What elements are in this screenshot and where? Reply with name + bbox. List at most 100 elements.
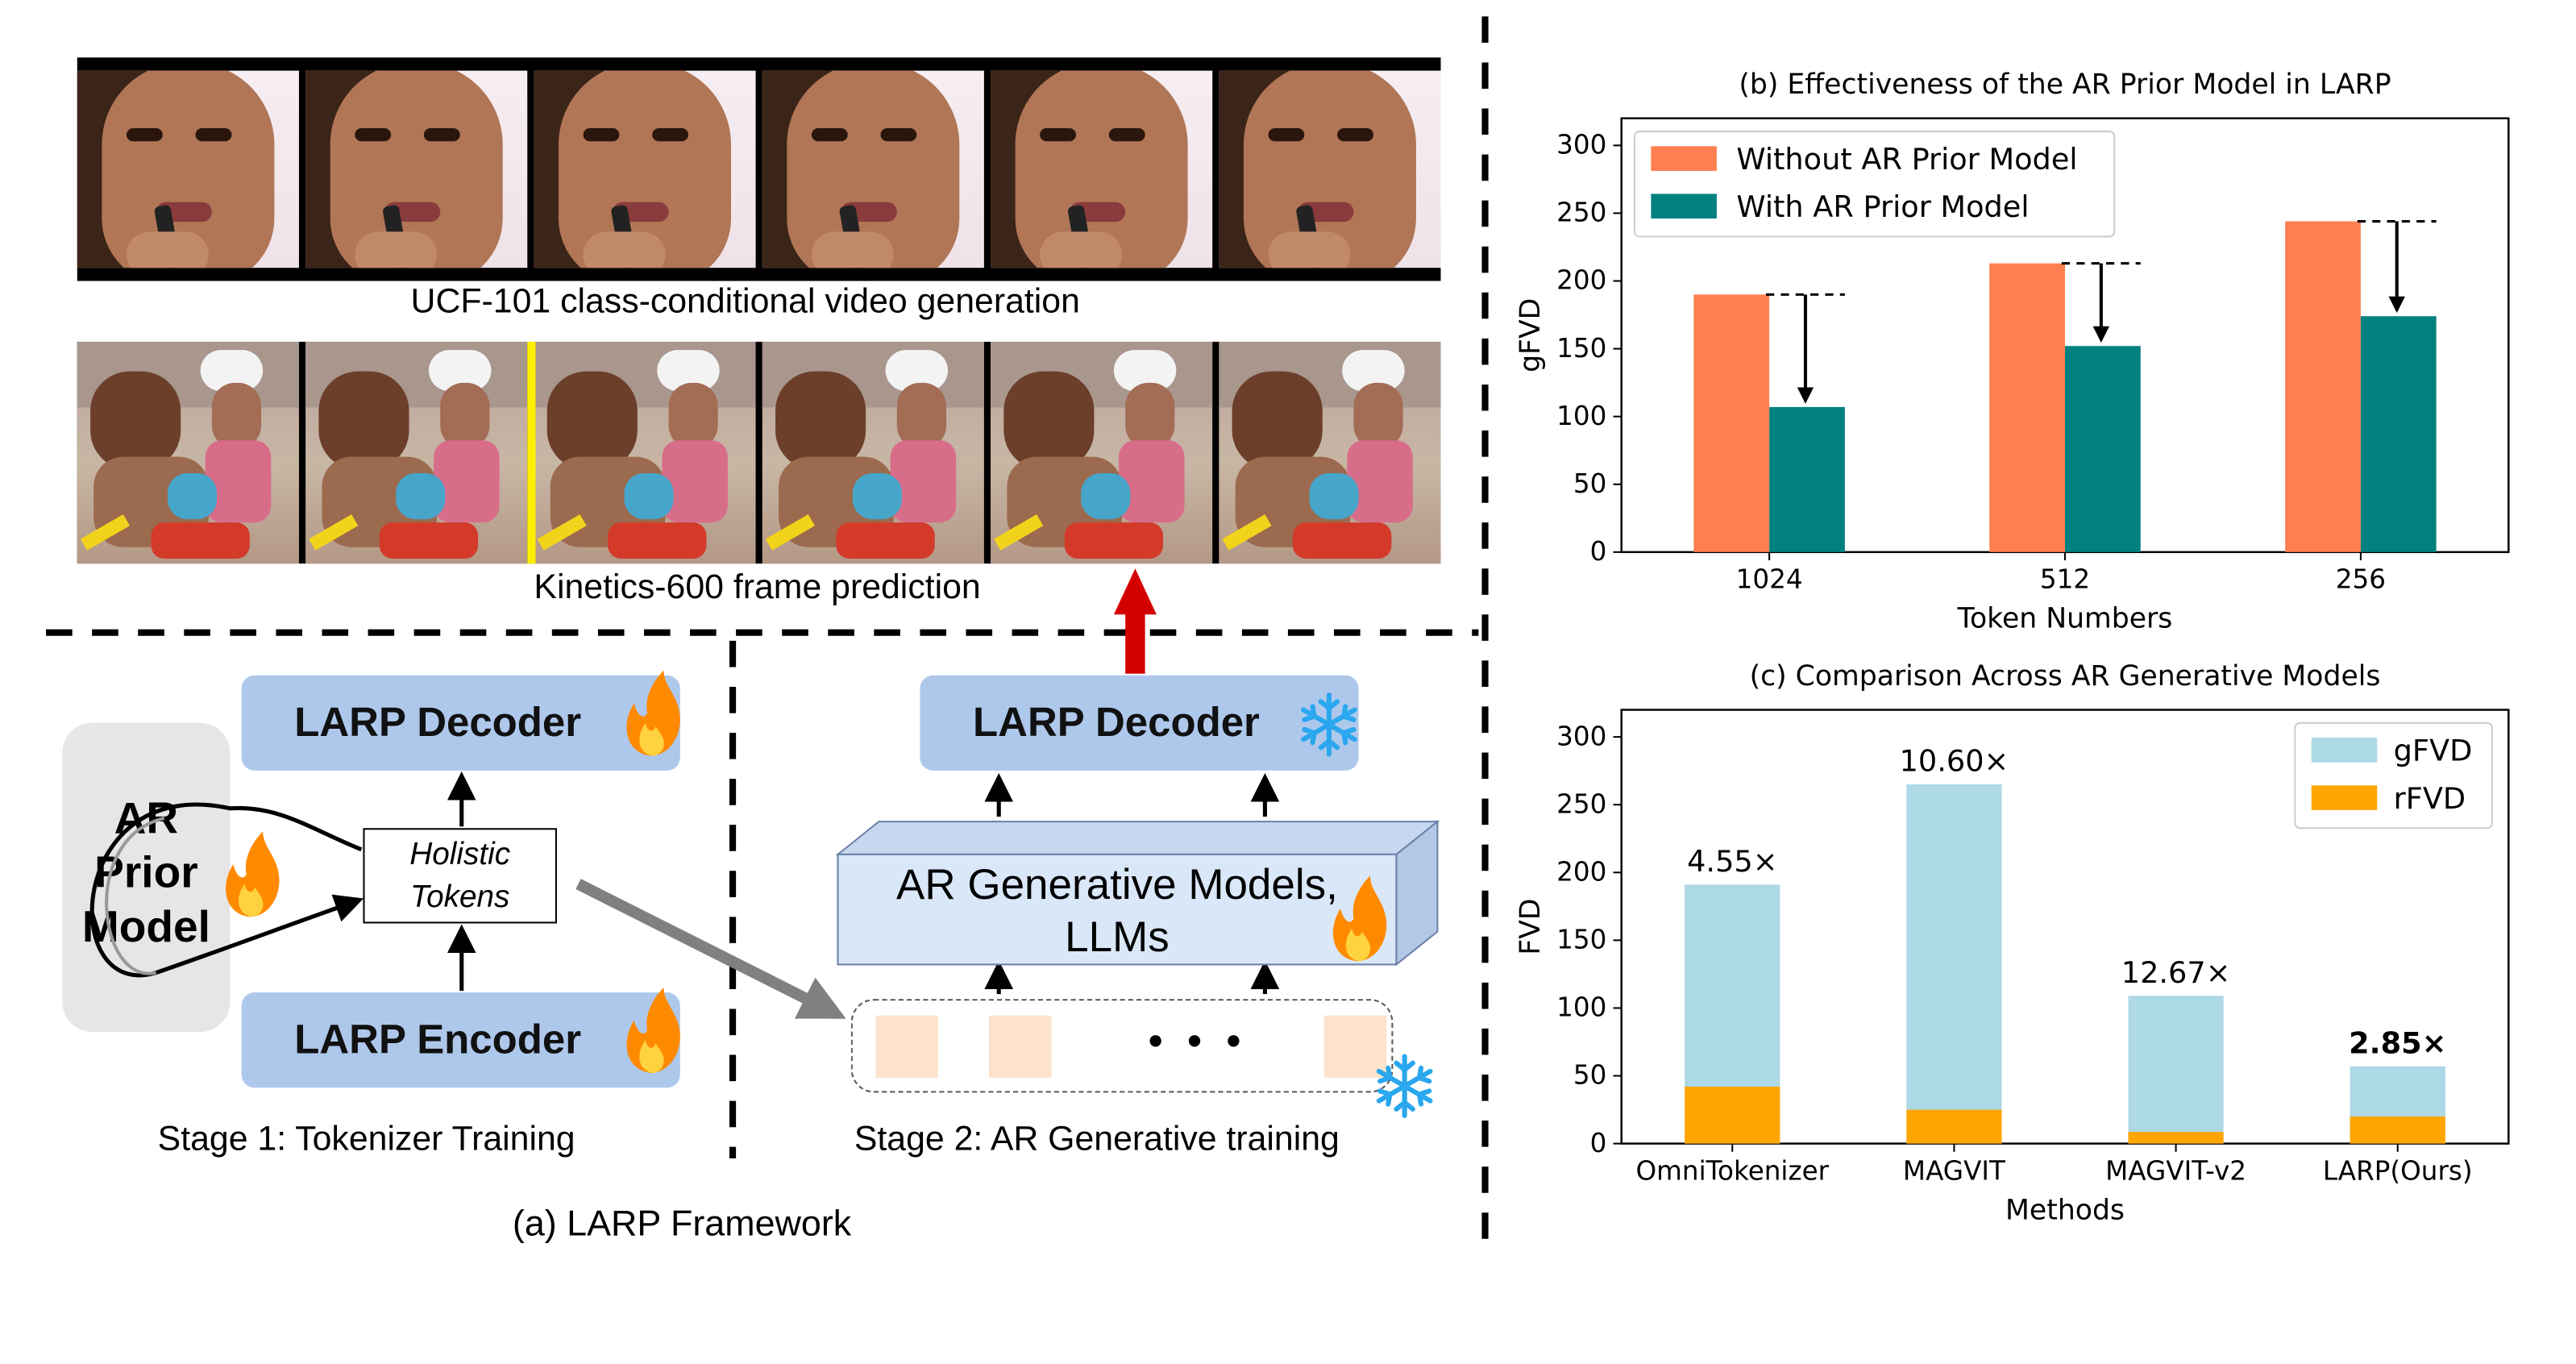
stage2-caption: Stage 2: AR Generative training xyxy=(854,1121,1340,1158)
y-tick-label: 0 xyxy=(1590,536,1607,567)
gen-model-label: AR Generative Models, LLMs xyxy=(837,858,1396,963)
red-arrow-head xyxy=(1113,568,1157,615)
bar-annotation: 10.60× xyxy=(1900,744,2009,779)
ucf-video-frame xyxy=(77,70,299,268)
y-tick-label: 150 xyxy=(1556,333,1606,364)
y-tick-label: 150 xyxy=(1556,925,1606,955)
legend-swatch xyxy=(2311,785,2378,810)
bar xyxy=(2285,221,2361,552)
ucf-video-frame xyxy=(991,70,1213,268)
legend-frame xyxy=(1633,131,2116,238)
token-1 xyxy=(875,1015,938,1079)
x-tick-label: 1024 xyxy=(1736,564,1803,595)
bar xyxy=(1906,784,2002,1144)
ar-prior-panel xyxy=(62,722,231,1032)
y-tick-label: 250 xyxy=(1556,198,1606,228)
y-tick-label: 200 xyxy=(1556,265,1606,296)
x-tick-label: 512 xyxy=(2040,564,2090,595)
holistic-line2: Tokens xyxy=(409,880,510,916)
kinetics-video-frame xyxy=(534,341,756,564)
framework-caption: (a) LARP Framework xyxy=(512,1202,852,1244)
holistic-tokens-box: Holistic Tokens xyxy=(363,828,557,924)
legend-label: gFVD xyxy=(2394,734,2473,768)
stage1-caption: Stage 1: Tokenizer Training xyxy=(157,1121,575,1158)
reduction-arrow-head xyxy=(1797,387,1814,404)
reduction-arrow-head xyxy=(2092,326,2110,343)
legend-swatch xyxy=(1651,193,1717,219)
gen-line1: AR Generative Models, xyxy=(896,859,1338,909)
stage1-decoder-label: LARP Decoder xyxy=(294,699,582,746)
holistic-line1: Holistic xyxy=(409,838,511,873)
legend-label: With AR Prior Model xyxy=(1736,189,2029,224)
bar xyxy=(1769,406,1845,552)
bar xyxy=(2350,1116,2445,1144)
y-axis-label: FVD xyxy=(1514,898,1547,954)
chart-c: (c) Comparison Across AR Generative Mode… xyxy=(1514,660,2510,1226)
bar xyxy=(1989,263,2066,552)
legend-swatch xyxy=(2311,738,2378,763)
y-tick-label: 50 xyxy=(1573,468,1607,499)
token-ellipsis: • • • xyxy=(1145,1021,1248,1062)
x-axis-label: Methods xyxy=(2005,1194,2125,1226)
kinetics-caption: Kinetics-600 frame prediction xyxy=(534,568,981,607)
kinetics-film-strip xyxy=(77,341,1441,564)
kinetics-video-frame xyxy=(991,341,1213,564)
chart-title: (b) Effectiveness of the AR Prior Model … xyxy=(1739,69,2391,101)
gen-model-box xyxy=(835,819,1440,967)
ucf-video-frame xyxy=(305,70,528,268)
ucf-video-frame xyxy=(762,70,984,268)
token-2 xyxy=(988,1015,1052,1079)
y-tick-label: 100 xyxy=(1556,401,1606,431)
stage2-decoder-label: LARP Decoder xyxy=(973,699,1260,746)
gen-line2: LLMs xyxy=(1065,912,1170,962)
reduction-arrow-head xyxy=(2388,296,2405,314)
gen-box-top xyxy=(835,821,1440,855)
stage1-encoder-label: LARP Encoder xyxy=(294,1016,582,1063)
kinetics-video-frame xyxy=(762,341,984,564)
bar xyxy=(2360,316,2437,552)
red-arrow-shaft xyxy=(1125,608,1145,674)
framework-arrows xyxy=(89,568,1280,1019)
y-tick-label: 250 xyxy=(1556,788,1606,819)
ar-prior-line3: Model xyxy=(81,901,210,952)
bar xyxy=(1906,1109,2002,1144)
token-sequence-box xyxy=(850,999,1394,1093)
token-n xyxy=(1323,1015,1387,1079)
y-axis-label: gFVD xyxy=(1514,298,1547,372)
ucf-video-frame xyxy=(1219,70,1441,268)
bar-annotation: 4.55× xyxy=(1687,844,1777,879)
chart-title: (c) Comparison Across AR Generative Mode… xyxy=(1750,660,2381,692)
bar xyxy=(1685,1086,1780,1144)
prior-loop-inner xyxy=(105,817,165,975)
ar-prior-label: AR Prior Model xyxy=(62,792,230,954)
bar xyxy=(2065,346,2141,552)
bar xyxy=(2128,1132,2224,1144)
ucf-video-frame xyxy=(534,70,756,268)
frame-boundary-marker xyxy=(527,341,536,564)
y-tick-label: 300 xyxy=(1556,721,1606,751)
x-axis-label: Token Numbers xyxy=(1957,603,2173,635)
y-tick-label: 0 xyxy=(1590,1128,1607,1158)
x-tick-label: LARP(Ours) xyxy=(2323,1155,2473,1186)
stage-transfer-arrow xyxy=(575,879,846,1019)
y-tick-label: 200 xyxy=(1556,856,1606,887)
kinetics-video-frame xyxy=(1219,341,1441,564)
bar-annotation: 12.67× xyxy=(2121,955,2231,990)
legend-label: Without AR Prior Model xyxy=(1736,142,2077,177)
stage1-decoder-box: LARP Decoder xyxy=(241,675,680,771)
x-tick-label: MAGVIT xyxy=(1903,1155,2006,1186)
stage1-encoder-box: LARP Encoder xyxy=(241,992,680,1088)
y-tick-label: 100 xyxy=(1556,992,1606,1023)
bar-annotation: 2.85× xyxy=(2349,1025,2446,1060)
stage2-decoder-box: LARP Decoder xyxy=(920,675,1359,771)
gen-box-front xyxy=(837,853,1398,966)
bar xyxy=(1693,294,1770,552)
x-tick-label: MAGVIT-v2 xyxy=(2105,1155,2246,1186)
ucf-film-strip xyxy=(77,57,1441,281)
legend-swatch xyxy=(1651,146,1717,171)
x-tick-label: 256 xyxy=(2336,564,2386,595)
chart-b: (b) Effectiveness of the AR Prior Model … xyxy=(1514,69,2510,635)
